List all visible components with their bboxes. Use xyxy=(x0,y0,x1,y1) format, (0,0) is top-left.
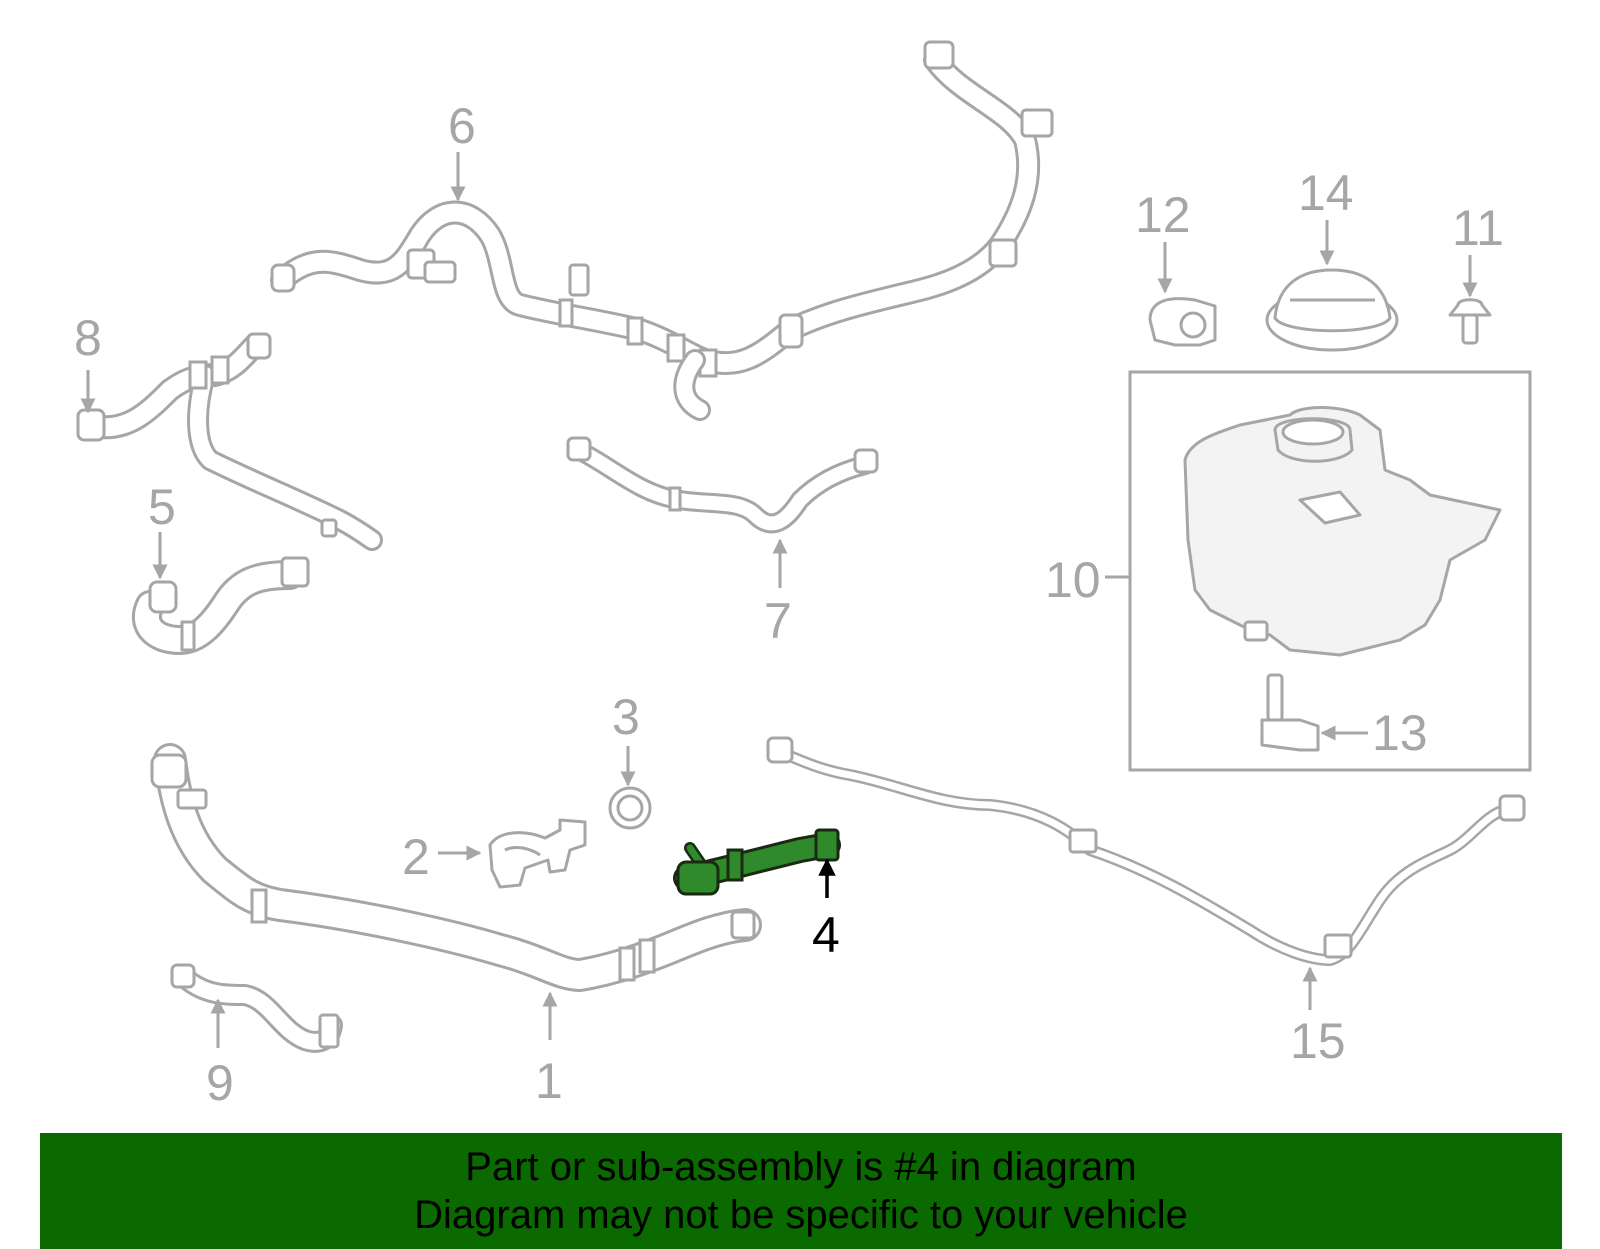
callout-3: 3 xyxy=(612,689,640,745)
part-3-grommet xyxy=(608,786,652,830)
callout-11: 11 xyxy=(1452,200,1504,256)
info-banner: Part or sub-assembly is #4 in diagram Di… xyxy=(40,1133,1562,1249)
part-2-bracket xyxy=(488,818,587,889)
callout-7: 7 xyxy=(764,593,792,649)
part-12-clip xyxy=(1148,297,1217,347)
banner-line-2: Diagram may not be specific to your vehi… xyxy=(414,1193,1188,1237)
callout-5: 5 xyxy=(148,479,176,535)
banner-line-1: Part or sub-assembly is #4 in diagram xyxy=(465,1145,1137,1189)
callout-14: 14 xyxy=(1298,165,1354,221)
callout-12: 12 xyxy=(1135,187,1191,243)
part-14-cap xyxy=(1265,268,1399,352)
part-5-hose xyxy=(131,556,310,655)
callout-4: 4 xyxy=(812,907,840,963)
part-8-hose xyxy=(76,332,383,551)
callout-8: 8 xyxy=(74,310,102,366)
callout-9: 9 xyxy=(206,1055,234,1111)
part-15-line xyxy=(766,736,1526,966)
part-10-reservoir xyxy=(1128,370,1532,772)
part-6-hose xyxy=(270,40,1054,421)
callout-10: 10 xyxy=(1045,552,1101,608)
part-7-hose xyxy=(566,436,879,534)
part-9-hose xyxy=(170,963,343,1053)
callout-15: 15 xyxy=(1290,1013,1346,1069)
part-11-bolt xyxy=(1448,298,1492,345)
part-1-hose xyxy=(150,743,762,992)
callout-6: 6 xyxy=(448,98,476,154)
part-13-sensor xyxy=(1260,673,1320,752)
part-4-pipe xyxy=(673,828,841,896)
callout-1: 1 xyxy=(535,1053,563,1109)
callout-13: 13 xyxy=(1372,705,1428,761)
callout-2: 2 xyxy=(402,829,430,885)
